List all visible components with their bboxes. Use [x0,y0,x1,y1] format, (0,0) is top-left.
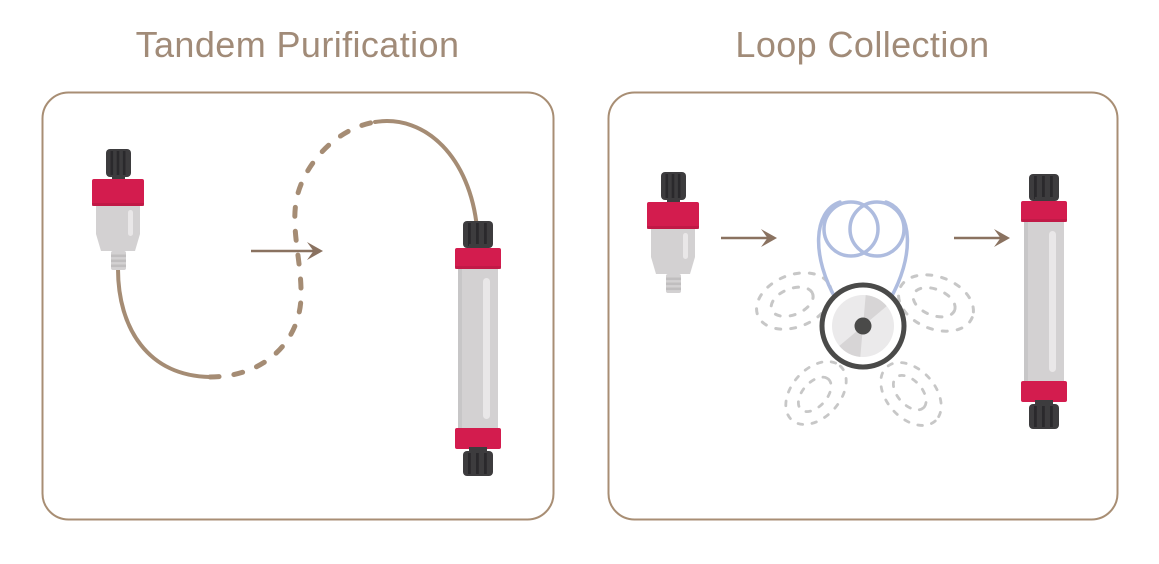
tandem-purification-title: Tandem Purification [135,24,460,65]
loop-panel-frame [607,91,1119,521]
rotary-valve [819,282,907,370]
flow-arrow-icon [251,242,323,260]
flow-arrow-icon [721,229,777,247]
tubing-solid-end [373,119,479,230]
valve-center-dot [854,317,872,335]
loop-figure [647,172,1067,439]
tubing-dashed-middle [207,119,378,380]
sample-cartridge-icon [647,172,699,293]
loop-collector-valve-icon [746,200,984,439]
tandem-panel-frame [41,91,555,521]
chromatography-column-icon [455,221,501,476]
active-collection-loop [816,200,910,303]
chromatography-column-icon [1021,174,1067,429]
loop-collection-title: Loop Collection [735,24,990,65]
tubing-solid-start [116,267,212,379]
tandem-figure [92,119,501,476]
flow-arrow-icon [954,229,1010,247]
sample-cartridge-icon [92,149,144,270]
